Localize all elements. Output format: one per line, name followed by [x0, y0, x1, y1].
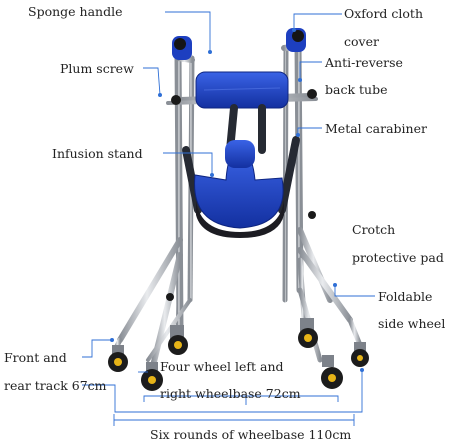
label-anti-reverse-2: back tube: [325, 82, 388, 97]
label-six-rounds: Six rounds of wheelbase 110cm: [150, 427, 352, 442]
wheel-side-right: [351, 342, 369, 367]
label-crotch-2: protective pad: [352, 250, 444, 265]
back-pad: [195, 71, 289, 109]
label-sponge-handle: Sponge handle: [28, 4, 123, 19]
label-plum-screw: Plum screw: [60, 61, 134, 76]
label-front-rear-1: Front and: [4, 350, 67, 365]
label-oxford-cloth-1: Oxford cloth: [344, 6, 423, 21]
wheels: [108, 318, 369, 391]
label-anti-reverse-1: Anti-reverse: [325, 55, 403, 70]
plum-screws: [166, 89, 317, 301]
label-infusion-stand: Infusion stand: [52, 146, 143, 161]
wheel-mid-left: [108, 345, 128, 372]
leader-markers: [110, 28, 364, 372]
label-oxford-cloth-2: cover: [344, 34, 379, 49]
wheel-front-right: [298, 318, 318, 348]
sponge-handles: [172, 28, 306, 60]
wheel-front-left: [168, 325, 188, 355]
label-foldable-1: Foldable: [378, 289, 433, 304]
label-front-rear-2: rear track 67cm: [4, 378, 107, 393]
label-foldable-2: side wheel: [378, 316, 446, 331]
label-four-wheel-1: Four wheel left and: [160, 359, 284, 374]
label-four-wheel-2: right wheelbase 72cm: [160, 386, 301, 401]
wheel-rear-left: [141, 362, 163, 391]
label-metal-carabiner: Metal carabiner: [325, 121, 427, 136]
wheel-rear-right: [321, 355, 343, 389]
crotch-pad: [194, 140, 284, 238]
label-crotch-1: Crotch: [352, 222, 396, 237]
leader-lines: [82, 11, 375, 426]
